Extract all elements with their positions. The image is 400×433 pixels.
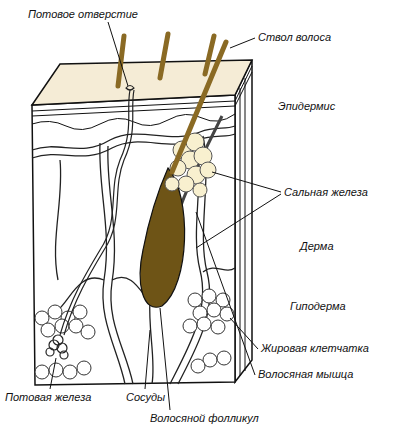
blood-vessels (32, 126, 235, 384)
part-label: Сосуды (126, 391, 165, 404)
part-label: Дерма (300, 240, 334, 253)
block-front (32, 95, 235, 385)
hair-shaft (118, 34, 226, 172)
hair-follicle (140, 168, 184, 307)
sweat-gland (46, 86, 134, 360)
skin-surface (32, 60, 252, 105)
part-label: Волосяной фолликул (150, 412, 259, 425)
part-label: Потовое отверстие (28, 8, 138, 21)
part-label: Эпидермис (278, 100, 335, 113)
part-label: Волосяная мышца (258, 368, 353, 381)
side-line (245, 78, 246, 371)
leader-line (50, 22, 281, 410)
part-label: Гиподерма (290, 300, 346, 313)
part-label: Ствол волоса (258, 31, 331, 44)
block-side (235, 60, 252, 382)
part-label: Потовая железа (5, 391, 91, 404)
part-label: Сальная железа (284, 186, 368, 199)
part-label: Жировая клетчатка (261, 342, 369, 355)
